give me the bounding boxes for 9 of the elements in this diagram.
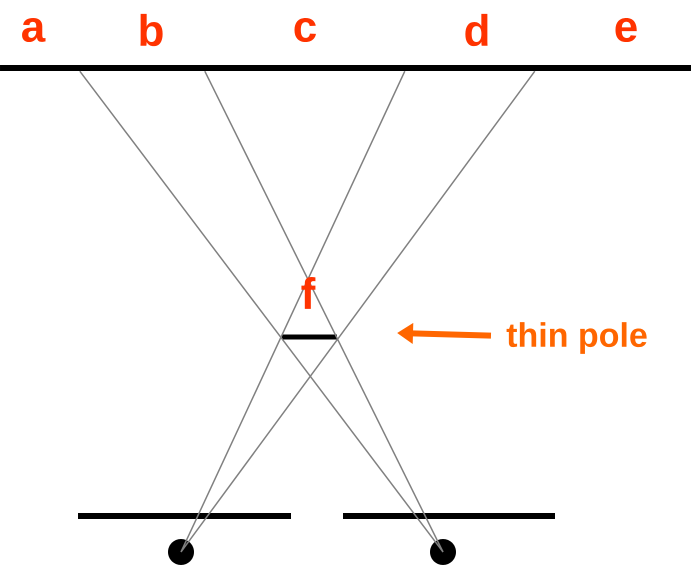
sight-line [180, 70, 536, 552]
eye-dot [168, 538, 194, 565]
point-letter: f [301, 277, 316, 309]
label-text: thin pole [506, 322, 647, 354]
sight-line [79, 70, 444, 552]
sight-line [180, 70, 406, 552]
eye-dot [430, 538, 456, 565]
sight-line [204, 70, 444, 552]
pole-bar [282, 334, 337, 340]
